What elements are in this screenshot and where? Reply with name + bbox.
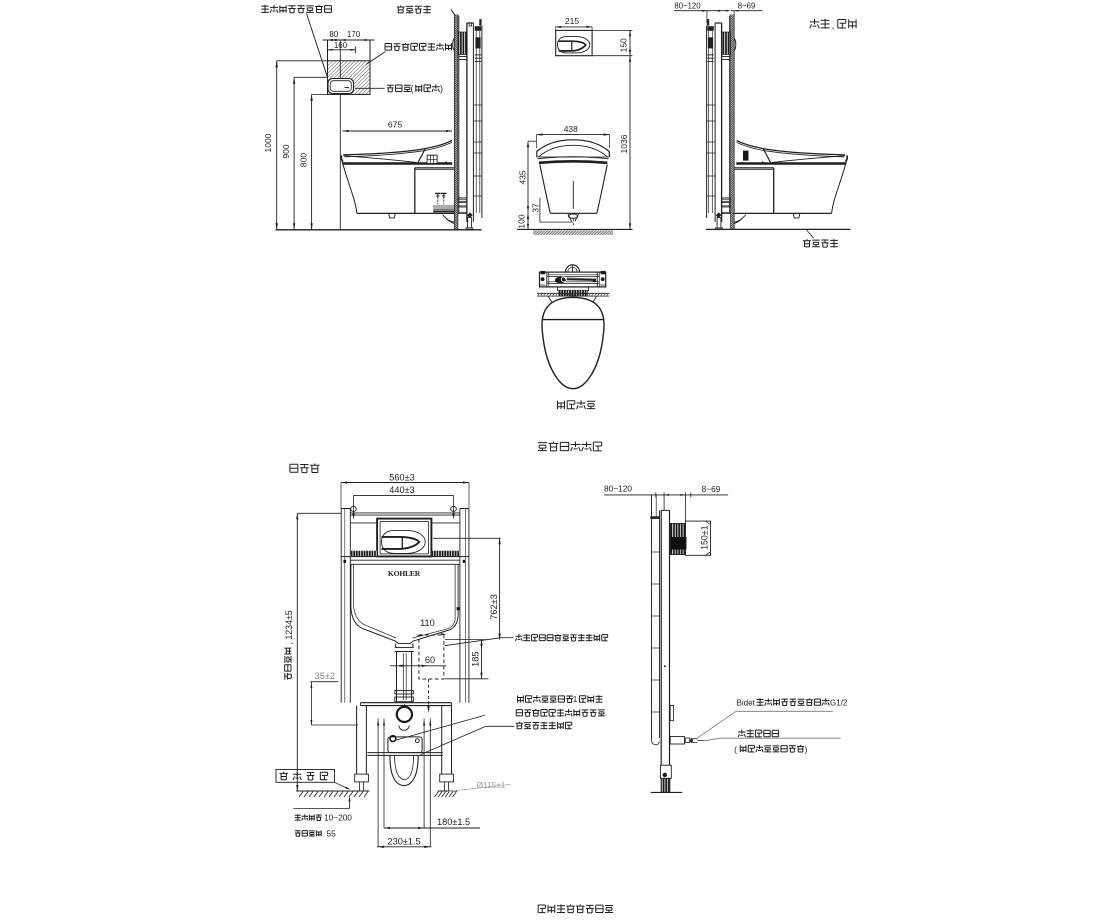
svg-text:440±3: 440±3 — [389, 485, 414, 495]
svg-text:Bidet: Bidet — [737, 698, 756, 707]
svg-text:150±1: 150±1 — [700, 525, 710, 550]
svg-text:55: 55 — [327, 828, 337, 838]
svg-text:560±3: 560±3 — [389, 472, 414, 482]
svg-text:37: 37 — [530, 203, 540, 213]
svg-text:10~200: 10~200 — [324, 813, 352, 823]
svg-text:80: 80 — [329, 30, 338, 39]
svg-text:80~120: 80~120 — [604, 483, 632, 493]
svg-text:35±2: 35±2 — [315, 671, 335, 681]
svg-text:438: 438 — [564, 124, 578, 134]
svg-text:230±1.5: 230±1.5 — [388, 837, 421, 847]
svg-text:180±1.5: 180±1.5 — [437, 817, 470, 827]
svg-text:,: , — [832, 21, 835, 32]
svg-text:800: 800 — [299, 153, 309, 167]
svg-text:, 1234±5: , 1234±5 — [284, 610, 294, 644]
svg-text:60: 60 — [425, 655, 435, 665]
svg-text:): ) — [805, 744, 808, 754]
svg-text:8~69: 8~69 — [702, 484, 721, 494]
svg-text:(: ( — [411, 83, 414, 93]
svg-text:G1/2: G1/2 — [830, 698, 848, 707]
svg-text:160: 160 — [334, 41, 348, 50]
svg-text:): ) — [440, 83, 443, 93]
svg-text:(: ( — [734, 744, 737, 754]
svg-text:KOHLER: KOHLER — [388, 569, 421, 578]
svg-text:435: 435 — [518, 170, 528, 184]
svg-text:80~120: 80~120 — [674, 2, 701, 11]
svg-text:150: 150 — [619, 38, 629, 52]
svg-text:1: 1 — [573, 695, 578, 704]
svg-text:8~69: 8~69 — [738, 2, 756, 11]
svg-text:185: 185 — [471, 652, 481, 667]
svg-text:170: 170 — [347, 30, 361, 39]
svg-text:215: 215 — [565, 16, 579, 26]
svg-text:900: 900 — [281, 144, 291, 158]
svg-text:110: 110 — [420, 618, 435, 628]
svg-text:1000: 1000 — [263, 133, 273, 152]
svg-text:100: 100 — [516, 214, 526, 228]
svg-text:.: . — [605, 709, 607, 718]
svg-text:1036: 1036 — [619, 134, 629, 153]
svg-text:762±3: 762±3 — [489, 594, 499, 619]
svg-text:Ø115±1: Ø115±1 — [477, 780, 506, 790]
svg-text:675: 675 — [388, 120, 402, 130]
